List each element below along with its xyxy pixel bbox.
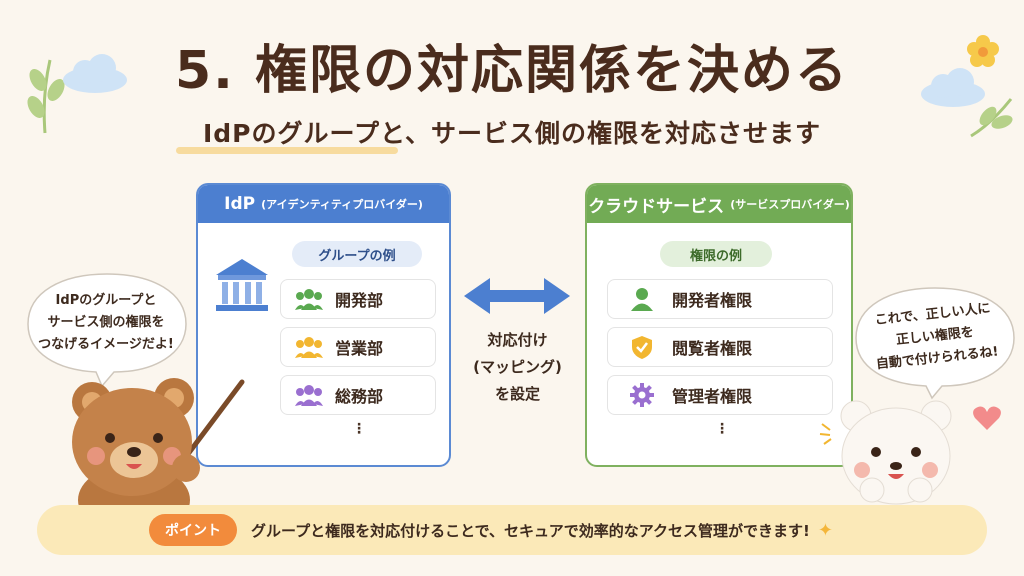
gear-icon bbox=[628, 381, 656, 409]
sparkle-icon: ✦ bbox=[817, 519, 833, 541]
leaf-branch-left-icon bbox=[27, 59, 65, 134]
mapping-line-2: (マッピング) bbox=[473, 358, 562, 376]
list-item-general-affairs-dept: 総務部 bbox=[280, 375, 436, 415]
mapping-line-3: を設定 bbox=[494, 385, 540, 403]
cloud-service-panel: クラウドサービス (サービスプロバイダー) 権限の例 開発者権限 閲覧者権限 管… bbox=[585, 183, 853, 467]
cloud-header-subtitle: (サービスプロバイダー) bbox=[730, 198, 850, 211]
list-item-sales-dept: 営業部 bbox=[280, 327, 436, 367]
mapping-label: 対応付け (マッピング) を設定 bbox=[460, 327, 575, 408]
cloud-header-title: クラウドサービス bbox=[588, 196, 725, 217]
permission-label: 閲覧者権限 bbox=[672, 339, 753, 358]
more-dots: ⋮ bbox=[715, 421, 729, 437]
sparkle-lines-icon bbox=[819, 423, 832, 445]
person-icon bbox=[628, 285, 656, 313]
group-yellow-icon bbox=[295, 333, 323, 361]
idp-panel-header: IdP (アイデンティティプロバイダー) bbox=[198, 185, 449, 223]
point-footer: ポイント グループと権限を対応付けることで、セキュアで効率的なアクセス管理ができ… bbox=[37, 505, 987, 555]
permission-label: 管理者権限 bbox=[672, 387, 753, 406]
mapping-line-1: 対応付け bbox=[487, 331, 548, 349]
leaf-branch-right-icon bbox=[970, 98, 1013, 138]
permission-label: 開発者権限 bbox=[672, 291, 753, 310]
flower-icon bbox=[967, 35, 999, 67]
group-purple-icon bbox=[295, 381, 323, 409]
brown-bear-mascot-icon bbox=[72, 378, 245, 528]
group-label: 営業部 bbox=[335, 339, 384, 358]
left-bubble-line-3: つなげるイメージだよ! bbox=[38, 337, 174, 352]
left-bubble-line-2: サービス側の権限を bbox=[47, 315, 165, 330]
idp-header-subtitle: (アイデンティティプロバイダー) bbox=[261, 198, 423, 211]
subtitle-highlight bbox=[176, 147, 398, 154]
cloud-panel-header: クラウドサービス (サービスプロバイダー) bbox=[587, 185, 851, 223]
list-item-dev-dept: 開発部 bbox=[280, 279, 436, 319]
point-badge: ポイント bbox=[149, 514, 237, 546]
idp-header-title: IdP bbox=[224, 194, 256, 214]
building-icon bbox=[216, 259, 268, 311]
list-item-viewer-permission: 閲覧者権限 bbox=[607, 327, 833, 367]
page-title: 5. 権限の対応関係を決める bbox=[174, 41, 850, 101]
shield-icon bbox=[628, 333, 656, 361]
left-bubble-line-1: IdPのグループと bbox=[55, 293, 157, 308]
left-bubble-text: IdPのグループと サービス側の権限を つなげるイメージだよ! bbox=[30, 290, 182, 356]
cloud-right-icon bbox=[921, 68, 985, 107]
page-subtitle: IdPのグループと、サービス側の権限を対応させます bbox=[202, 119, 822, 148]
group-green-icon bbox=[295, 285, 323, 313]
point-text: グループと権限を対応付けることで、セキュアで効率的なアクセス管理ができます! bbox=[251, 521, 810, 540]
right-speech-bubble bbox=[855, 287, 1015, 400]
double-arrow-icon bbox=[464, 278, 570, 314]
idp-group-examples-pill: グループの例 bbox=[292, 241, 422, 267]
permission-examples-pill: 権限の例 bbox=[660, 241, 772, 267]
more-dots: ⋮ bbox=[352, 421, 366, 437]
group-label: 総務部 bbox=[335, 387, 384, 406]
list-item-developer-permission: 開発者権限 bbox=[607, 279, 833, 319]
idp-panel: IdP (アイデンティティプロバイダー) グループの例 開発部 営業部 総務部 … bbox=[196, 183, 451, 467]
white-bear-mascot-icon bbox=[840, 400, 952, 505]
heart-icon bbox=[973, 406, 1001, 430]
list-item-admin-permission: 管理者権限 bbox=[607, 375, 833, 415]
cloud-left-icon bbox=[63, 54, 127, 93]
group-label: 開発部 bbox=[335, 291, 384, 310]
